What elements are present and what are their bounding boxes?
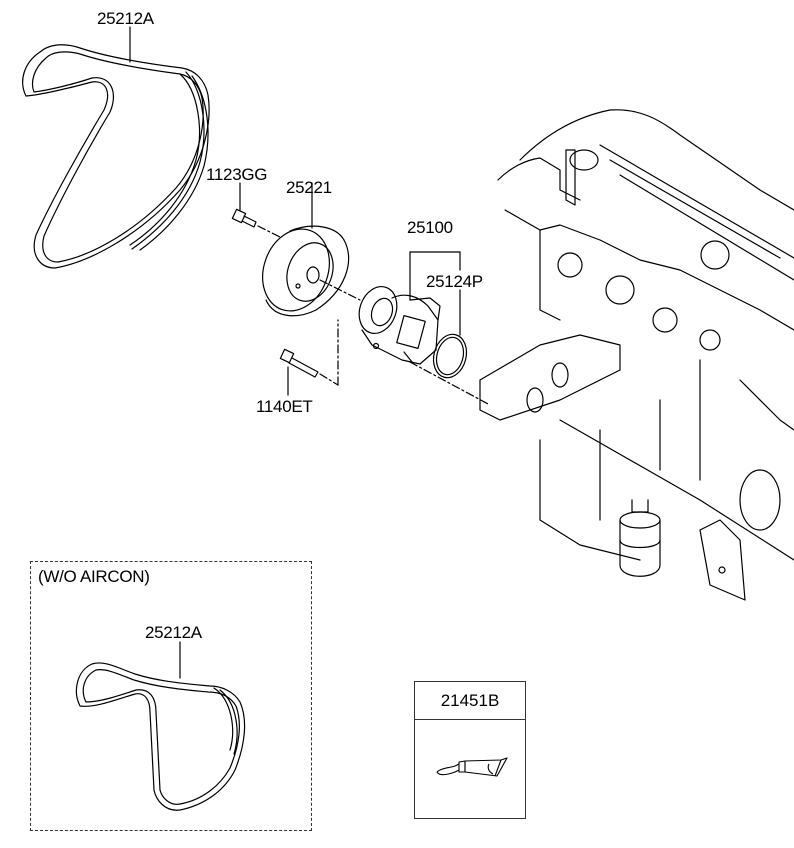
belt-variant-drawing [75,641,246,811]
variant-box-title: (W/O AIRCON) [38,567,150,586]
part-label-bolt-pulley[interactable]: 1123GG [206,165,268,184]
part-label-gasket[interactable]: 25124P [426,272,483,291]
bolt-small-drawing [231,182,281,238]
part-label-water-pump[interactable]: 25100 [407,218,453,237]
part-label-belt[interactable]: 25212A [97,9,154,28]
pulley-drawing [262,182,361,317]
sealant-tube-icon [436,757,508,777]
part-label-pulley[interactable]: 25221 [286,178,332,197]
part-label-belt-variant[interactable]: 25212A [145,623,202,642]
bolt-long-drawing [279,319,491,406]
gasket-drawing [432,333,468,379]
water-pump-drawing [358,251,461,365]
variant-box-wo-aircon [30,561,312,831]
part-label-bolt-pump[interactable]: 1140ET [256,397,313,416]
kit-box-header: 21451B [415,682,525,720]
part-label-sealant[interactable]: 21451B [440,690,500,710]
kit-box: 21451B [414,681,526,819]
belt-drawing [22,26,210,269]
engine-block-drawing [479,109,794,601]
